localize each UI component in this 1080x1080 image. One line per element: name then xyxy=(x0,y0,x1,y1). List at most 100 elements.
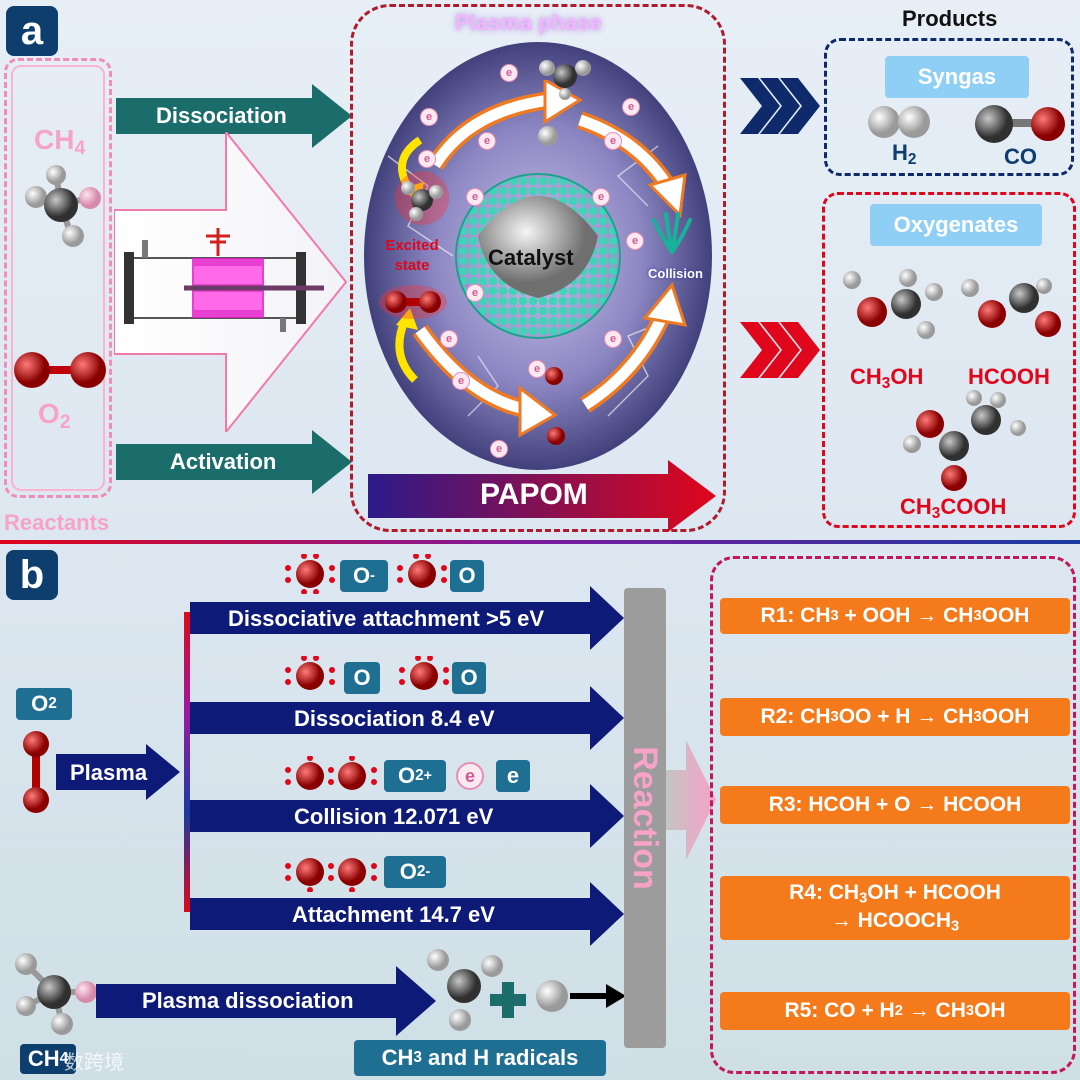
reactants-box xyxy=(4,58,112,498)
ch3-radical-icon-b xyxy=(427,949,503,1031)
electron-icon: e xyxy=(500,64,518,82)
plasma-label: Plasma xyxy=(70,760,148,785)
path-label-4: Attachment 14.7 eV xyxy=(292,902,495,927)
to-reaction-arrow xyxy=(570,984,626,1008)
electron-icon: e xyxy=(466,188,484,206)
o-radical-icon-2 xyxy=(397,554,447,588)
path-label-1: Dissociative attachment >5 eV xyxy=(228,606,545,631)
panel-a-letter: a xyxy=(6,6,58,56)
ch3cooh-label: CH3COOH xyxy=(900,494,1007,522)
o-atom-icon-1 xyxy=(545,367,563,385)
electron-icon: e xyxy=(626,232,644,250)
plasma-dissociation-arrow xyxy=(96,966,436,1036)
plus-icon xyxy=(490,982,526,1018)
plasma-arrow xyxy=(56,744,180,800)
reactant-o2-label: O2 xyxy=(38,398,71,433)
o2-radical-icon-2 xyxy=(285,858,377,892)
electron-icon: e xyxy=(452,372,470,390)
ch4-molecule-icon xyxy=(25,165,101,247)
collision-icon xyxy=(652,212,692,254)
h2-molecule-icon xyxy=(868,106,930,138)
watermark: 数跨境 xyxy=(64,1050,124,1074)
panel-divider xyxy=(0,540,1080,544)
reaction-r3: R3: HCOH + O → HCOOH xyxy=(720,786,1070,824)
branch-line xyxy=(184,612,190,912)
electron-icon: e xyxy=(440,330,458,348)
path-label-2: Dissociation 8.4 eV xyxy=(294,706,495,731)
excited-ch4-icon xyxy=(395,171,449,225)
co-molecule-icon xyxy=(975,105,1065,143)
plasma-phase-box xyxy=(350,4,726,532)
o-tag-1: O xyxy=(450,560,484,592)
oxygenates-box xyxy=(822,192,1076,528)
dissociation-arrow xyxy=(116,84,352,148)
e-tag: e xyxy=(496,760,530,792)
h2-label: H2 xyxy=(892,140,917,168)
syngas-chevrons xyxy=(740,78,820,134)
o-radical-icon-1 xyxy=(285,554,335,594)
path-arrows xyxy=(190,586,624,946)
reactions-box xyxy=(710,556,1076,1074)
plasma-phase-title: Plasma phase xyxy=(455,10,602,35)
dissociation-label: Dissociation xyxy=(156,103,287,128)
syngas-box xyxy=(824,38,1074,176)
o2-vertical-molecule-icon xyxy=(23,731,49,813)
ch3oh-molecule-icon xyxy=(843,269,943,339)
papom-label: PAPOM xyxy=(480,478,588,511)
reaction-to-list-arrow xyxy=(666,740,716,860)
reactor-icon xyxy=(124,228,324,332)
o-tag-3: O xyxy=(452,662,486,694)
ch3cooh-molecule-icon xyxy=(903,390,1026,491)
products-title: Products xyxy=(902,6,998,31)
o2-molecule-icon xyxy=(14,352,106,388)
electron-icon: e xyxy=(420,108,438,126)
reaction-r4: R4: CH3OH + HCOOH → HCOOCH3 xyxy=(720,876,1070,940)
reaction-label: Reaction xyxy=(626,746,664,890)
o2-radical-icon-1 xyxy=(285,756,377,790)
electron-icon: e xyxy=(604,330,622,348)
activation-label: Activation xyxy=(170,449,277,474)
h-atom-icon xyxy=(538,126,558,146)
ch4-molecule-icon-b xyxy=(15,953,97,1035)
electron-icon: e xyxy=(604,132,622,150)
excited-o2-icon xyxy=(379,285,447,319)
papom-arrow xyxy=(368,460,716,532)
oxygenates-tag: Oxygenates xyxy=(870,204,1042,246)
path-label-3: Collision 12.071 eV xyxy=(294,804,494,829)
catalyst-label: Catalyst xyxy=(488,245,574,270)
electron-icon: e xyxy=(490,440,508,458)
plasma-dissociation-label: Plasma dissociation xyxy=(142,988,354,1013)
hcooh-molecule-icon xyxy=(961,278,1061,337)
electron-icon: e xyxy=(528,360,546,378)
hcooh-label: HCOOH xyxy=(968,364,1050,389)
o-atom-icon-2 xyxy=(547,427,565,445)
o-minus-tag: O- xyxy=(340,560,388,592)
electron-icon: e xyxy=(418,150,436,168)
h-radical-icon xyxy=(536,980,568,1012)
oxygenates-chevrons xyxy=(740,322,820,378)
o-radical-icon-3 xyxy=(285,656,335,690)
ch3-radical-icon xyxy=(539,60,591,100)
ch3oh-label: CH3OH xyxy=(850,364,924,392)
electron-icon: e xyxy=(466,284,484,302)
electron-icon-b: e xyxy=(456,762,484,790)
electron-icon: e xyxy=(592,188,610,206)
o-tag-2: O xyxy=(344,662,380,694)
syngas-tag: Syngas xyxy=(885,56,1029,98)
electron-icon: e xyxy=(478,132,496,150)
panel-b-letter: b xyxy=(6,550,58,600)
reactant-ch4-label: CH4 xyxy=(34,124,86,159)
o-radical-icon-4 xyxy=(399,656,449,690)
reaction-bar xyxy=(624,588,666,1048)
electron-icon: e xyxy=(622,98,640,116)
